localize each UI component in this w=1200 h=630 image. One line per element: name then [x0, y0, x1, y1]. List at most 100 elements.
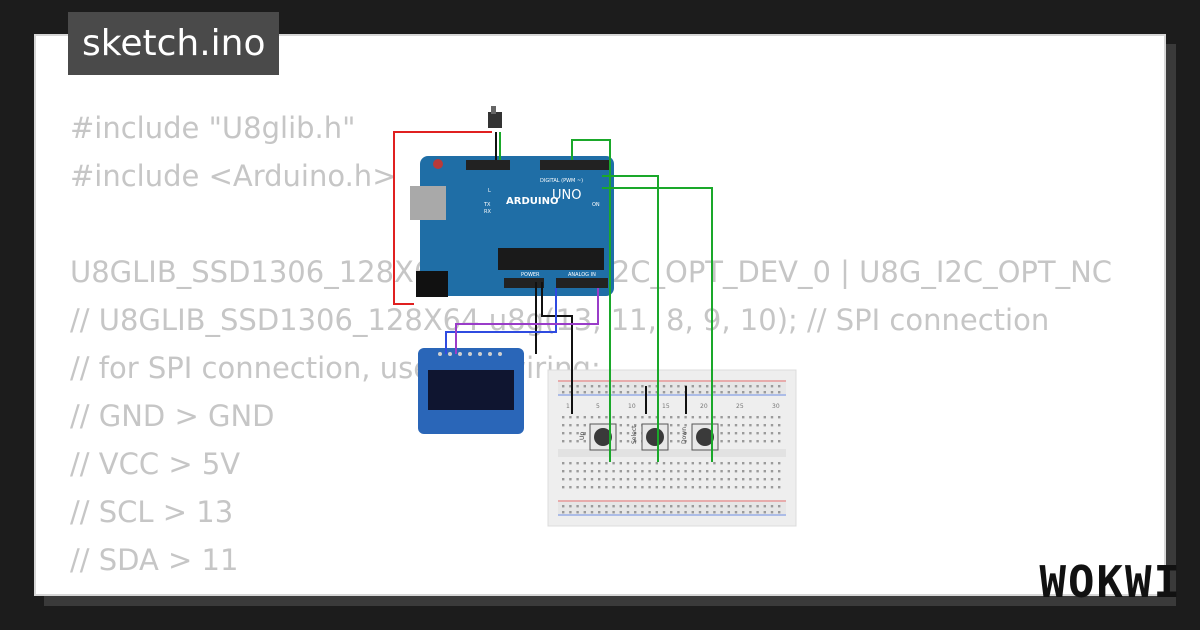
breadboard-hole	[634, 505, 637, 508]
breadboard-hole	[655, 385, 658, 388]
breadboard-hole	[763, 478, 766, 481]
breadboard-hole	[742, 424, 745, 427]
breadboard-hole	[626, 424, 630, 427]
breadboard-hole	[763, 462, 766, 465]
breadboard-hole	[763, 470, 766, 473]
breadboard-hole	[698, 486, 702, 489]
breadboard-hole	[727, 424, 730, 427]
breadboard-hole	[662, 385, 666, 388]
breadboard: 1 5 10 15 20 25 30	[547, 369, 797, 527]
breadboard-hole	[698, 511, 702, 514]
breadboard-hole	[662, 511, 666, 514]
breadboard-hole	[569, 385, 572, 388]
breadboard-hole	[670, 440, 673, 443]
breadboard-hole	[562, 440, 565, 443]
breadboard-hole	[742, 511, 745, 514]
breadboard-hole	[619, 511, 622, 514]
breadboard-hole	[756, 391, 759, 394]
breadboard-hole	[684, 424, 687, 427]
breadboard-hole	[720, 432, 723, 435]
breadboard-hole	[655, 505, 658, 508]
breadboard-hole	[598, 462, 601, 465]
breadboard-hole	[727, 478, 730, 481]
breadboard-hole	[749, 505, 752, 508]
button-select[interactable]: Select	[631, 423, 669, 451]
wire-blue	[445, 288, 557, 354]
breadboard-hole	[598, 478, 601, 481]
breadboard-hole	[677, 385, 680, 388]
breadboard-hole	[749, 385, 752, 388]
breadboard-hole	[756, 462, 759, 465]
breadboard-hole	[734, 385, 738, 388]
breadboard-hole	[756, 470, 759, 473]
breadboard-hole	[619, 385, 622, 388]
arduino-brand: ARDUINO	[506, 196, 558, 207]
breadboard-hole	[706, 470, 709, 473]
breadboard-hole	[598, 505, 601, 508]
breadboard-hole	[749, 486, 752, 489]
breadboard-hole	[770, 385, 774, 388]
button-label: Down	[681, 427, 688, 444]
breadboard-hole	[727, 470, 730, 473]
breadboard-hole	[691, 505, 694, 508]
breadboard-hole	[684, 432, 687, 435]
breadboard-hole	[576, 470, 579, 473]
breadboard-hole	[670, 432, 673, 435]
code-line: // VCC > 5V	[70, 447, 241, 481]
breadboard-hole	[684, 505, 687, 508]
breadboard-hole	[677, 486, 680, 489]
slide-switch[interactable]	[488, 106, 502, 128]
breadboard-hole	[648, 470, 651, 473]
breadboard-hole	[648, 391, 651, 394]
bb-col-label: 1	[566, 403, 570, 410]
breadboard-hole	[562, 416, 565, 419]
breadboard-hole	[598, 416, 601, 419]
breadboard-hole	[778, 440, 781, 443]
breadboard-hole	[713, 385, 716, 388]
breadboard-hole	[756, 440, 759, 443]
breadboard-hole	[641, 385, 644, 388]
breadboard-hole	[612, 462, 615, 465]
wokwi-logo: WOKWI	[1039, 557, 1182, 608]
breadboard-hole	[691, 391, 694, 394]
rx-led-label: RX	[484, 209, 491, 215]
breadboard-hole	[770, 424, 774, 427]
breadboard-hole	[677, 470, 680, 473]
breadboard-hole	[583, 462, 586, 465]
breadboard-hole	[713, 505, 716, 508]
breadboard-hole	[576, 486, 579, 489]
breadboard-hole	[598, 470, 601, 473]
breadboard-hole	[763, 416, 766, 419]
code-line: // SDA > 11	[70, 543, 239, 577]
bb-col-label: 25	[736, 403, 744, 410]
breadboard-hole	[612, 385, 615, 388]
breadboard-hole	[670, 416, 673, 419]
breadboard-hole	[684, 478, 687, 481]
breadboard-hole	[634, 478, 637, 481]
breadboard-hole	[598, 511, 601, 514]
breadboard-hole	[706, 416, 709, 419]
breadboard-hole	[742, 440, 745, 443]
breadboard-hole	[756, 478, 759, 481]
breadboard-hole	[641, 470, 644, 473]
breadboard-hole	[677, 391, 680, 394]
breadboard-hole	[713, 416, 716, 419]
breadboard-hole	[763, 391, 766, 394]
wire-green	[602, 187, 713, 462]
breadboard-hole	[626, 416, 630, 419]
breadboard-hole	[583, 511, 586, 514]
breadboard-hole	[583, 416, 586, 419]
breadboard-hole	[576, 505, 579, 508]
button-up[interactable]: Up	[579, 423, 617, 451]
breadboard-hole	[569, 416, 572, 419]
breadboard-hole	[569, 486, 572, 489]
breadboard-hole	[605, 478, 608, 481]
breadboard-hole	[734, 424, 738, 427]
breadboard-hole	[569, 424, 572, 427]
analog-header-label: ANALOG IN	[568, 272, 596, 278]
breadboard-hole	[763, 505, 766, 508]
button-label: Select	[631, 425, 638, 444]
breadboard-hole	[684, 486, 687, 489]
breadboard-hole	[583, 385, 586, 388]
button-down[interactable]: Down	[681, 423, 719, 451]
